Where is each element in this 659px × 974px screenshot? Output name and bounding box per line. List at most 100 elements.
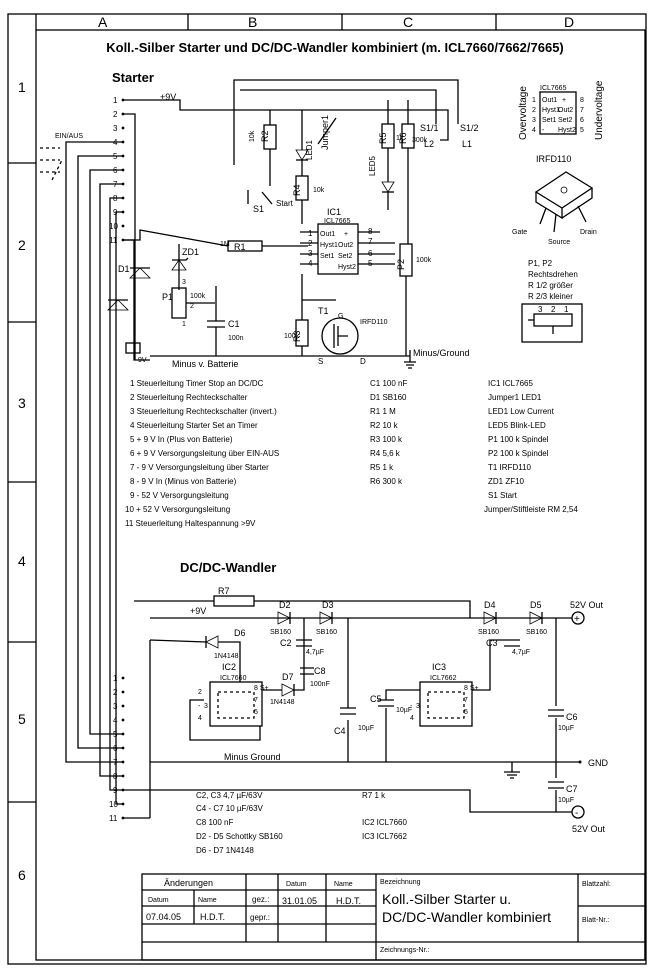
svg-text:10µF: 10µF (396, 707, 412, 714)
svg-text:D2: D2 (279, 600, 291, 610)
svg-text:100k: 100k (284, 333, 300, 340)
svg-text:10µF: 10µF (558, 797, 574, 804)
svg-text:Jumper1 LED1: Jumper1 LED1 (488, 393, 542, 402)
svg-text:R4: R4 (292, 184, 302, 196)
svg-text:D3: D3 (322, 600, 334, 610)
svg-text:ICL7665: ICL7665 (540, 85, 567, 92)
svg-text:Out2: Out2 (558, 107, 573, 114)
capacitor-c5: C5 10µF (370, 694, 412, 714)
svg-text:Blatt-Nr.:: Blatt-Nr.: (582, 917, 609, 924)
capacitor-c3: C3 4,7µF (486, 638, 530, 656)
svg-text:R7: R7 (218, 586, 230, 596)
svg-text:gez.:: gez.: (252, 895, 269, 904)
diode-d4: D4 SB160 (478, 600, 499, 636)
svg-text:S: S (318, 357, 323, 366)
svg-text:Koll.-Silber Starter u.: Koll.-Silber Starter u. (382, 891, 511, 907)
svg-text:D7: D7 (282, 672, 294, 682)
svg-text:LED5 Blink-LED: LED5 Blink-LED (488, 421, 546, 430)
svg-text:4 Steuerleitung Starter Set a: 4 Steuerleitung Starter Set an Timer (130, 421, 258, 430)
row-label-1: 1 (18, 79, 26, 95)
svg-text:IC2: IC2 (222, 662, 236, 672)
svg-text:-: - (542, 127, 545, 134)
svg-text:C6: C6 (566, 712, 578, 722)
capacitor-c4: C4 10µF (334, 707, 374, 736)
battery-9v: 9V (125, 342, 147, 364)
parts-list-starter-1: C1 100 nF D1 SB160 R1 1 M R2 10 k R3 100… (370, 379, 407, 486)
svg-text:1: 1 (182, 321, 186, 328)
l1-label: L1 (462, 139, 472, 149)
svg-text:R2 10 k: R2 10 k (370, 421, 399, 430)
ic3-icl7662: IC3 ICL7662 8 S+ 7 -35 4 (410, 662, 479, 727)
svg-text:C1: C1 (228, 319, 240, 329)
pot-p1: P1 100k 3 1 2 (162, 279, 215, 328)
svg-text:5 + 9 V In (Plus von Batterie: 5 + 9 V In (Plus von Batterie) (130, 435, 233, 444)
svg-text:7: 7 (580, 107, 584, 114)
svg-text:52V Out: 52V Out (570, 600, 604, 610)
capacitor-c7: C7 10µF (548, 781, 578, 804)
svg-text:100nF: 100nF (310, 681, 330, 688)
dcdc-parts-left: C2, C3 4,7 µF/63V C4 - C7 10 µF/63V C8 1… (196, 791, 283, 855)
svg-text:1N4148: 1N4148 (214, 653, 239, 660)
svg-text:C2: C2 (280, 638, 292, 648)
row-label-2: 2 (18, 237, 26, 253)
svg-text:IC1 ICL7665: IC1 ICL7665 (488, 379, 533, 388)
svg-text:5: 5 (580, 127, 584, 134)
svg-text:10 + 52 V Versorgungsleitung: 10 + 52 V Versorgungsleitung (125, 505, 230, 514)
s11-label: S1/1 (420, 123, 439, 133)
svg-text:9 - 52 V Versorgungsleitung: 9 - 52 V Versorgungsleitung (130, 491, 229, 500)
svg-text:R5: R5 (378, 132, 388, 144)
svg-text:ICL7665: ICL7665 (324, 218, 351, 225)
svg-text:2 Steuerleitung Rechteckschal: 2 Steuerleitung Rechteckschalter (130, 393, 248, 402)
capacitor-c2: C2 4,7µF (280, 638, 324, 656)
svg-text:gepr.:: gepr.: (250, 913, 270, 922)
svg-text:ZD1: ZD1 (182, 247, 199, 257)
svg-text:D4: D4 (484, 600, 496, 610)
svg-text:4: 4 (410, 715, 414, 722)
svg-text:3: 3 (204, 703, 208, 710)
svg-text:Datum: Datum (286, 881, 307, 888)
svg-text:3: 3 (538, 305, 543, 314)
svg-text:T1 IRFD110: T1 IRFD110 (488, 463, 532, 472)
svg-text:R 2/3 kleiner: R 2/3 kleiner (528, 292, 573, 301)
svg-text:LED1 Low Current: LED1 Low Current (488, 407, 555, 416)
led1: LED1 (295, 139, 314, 161)
svg-text:07.04.05: 07.04.05 (146, 912, 181, 922)
svg-text:IC3 ICL7662: IC3 ICL7662 (362, 832, 407, 841)
svg-text:SB160: SB160 (526, 629, 547, 636)
svg-text:11: 11 (109, 236, 118, 245)
svg-text:100k: 100k (416, 257, 432, 264)
svg-text:R3: R3 (292, 330, 302, 342)
starter-plus9v-label: +9V (160, 92, 176, 102)
svg-text:IC2 ICL7660: IC2 ICL7660 (362, 818, 407, 827)
column-label-d: D (564, 14, 574, 30)
row-label-3: 3 (18, 395, 26, 411)
svg-text:LED5: LED5 (368, 155, 377, 176)
svg-text:ZD1 ZF10: ZD1 ZF10 (488, 477, 525, 486)
column-label-c: C (403, 14, 413, 30)
svg-text:C1 100 nF: C1 100 nF (370, 379, 407, 388)
svg-text:C3: C3 (486, 638, 498, 648)
svg-text:Hyst1: Hyst1 (542, 107, 560, 114)
pot-note: P1, P2 Rechtsdrehen R 1/2 größer R 2/3 k… (521, 259, 583, 343)
resistor-r7: R7 (134, 586, 471, 618)
svg-text:C4: C4 (334, 726, 346, 736)
icl7665-pinout: Overvoltage Undervoltage ICL7665 12 34 8… (518, 80, 605, 140)
svg-text:1: 1 (113, 674, 118, 683)
svg-text:Hyst1: Hyst1 (320, 242, 338, 249)
svg-text:R4 5,6 k: R4 5,6 k (370, 449, 401, 458)
svg-text:3: 3 (182, 279, 186, 286)
svg-text:IC1: IC1 (327, 207, 341, 217)
diode-d1: D1 (107, 264, 151, 311)
svg-text:R5 1 k: R5 1 k (370, 463, 394, 472)
svg-text:Out1: Out1 (320, 231, 335, 238)
svg-text:10k: 10k (249, 130, 256, 142)
svg-text:4,7µF: 4,7µF (306, 649, 324, 656)
svg-text:Start: Start (276, 199, 294, 208)
diode-d5: D5 SB160 (526, 600, 547, 636)
svg-text:7: 7 (368, 237, 373, 246)
svg-text:D5: D5 (530, 600, 542, 610)
svg-text:IC3: IC3 (432, 662, 446, 672)
svg-text:7: 7 (464, 697, 468, 704)
svg-text:1: 1 (113, 96, 118, 105)
svg-text:10µF: 10µF (358, 725, 374, 732)
